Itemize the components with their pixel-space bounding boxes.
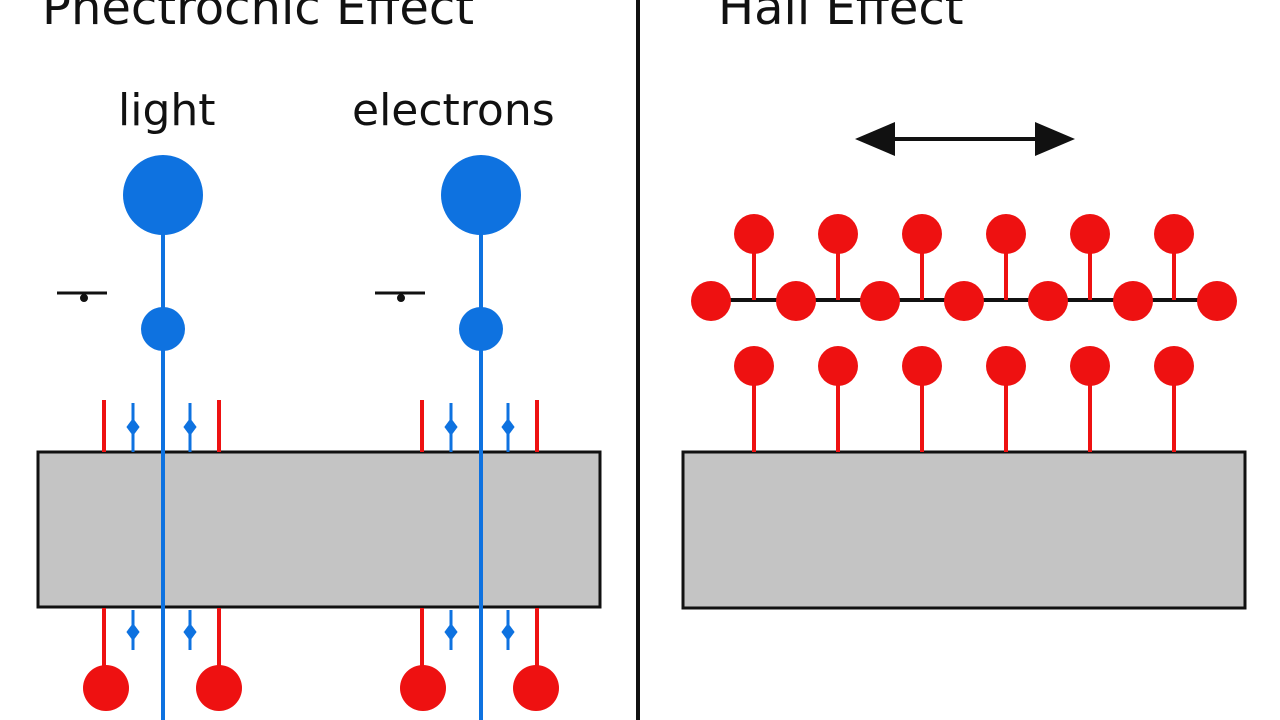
red-particle [818,214,858,254]
left-panel-title: Phectrochic Effect [42,0,475,36]
red-particle [986,214,1026,254]
red-particle [1113,281,1153,321]
red-particle [1154,214,1194,254]
red-particle [1197,281,1237,321]
red-particle [902,346,942,386]
red-particle [691,281,731,321]
blue-tick [501,610,515,650]
chain-beads [691,281,1237,321]
red-particle [1028,281,1068,321]
upper-pendants [734,214,1194,300]
double-headed-arrow-icon [855,122,1075,156]
light-large-particle [123,155,203,235]
light-small-particle [141,307,185,351]
red-particle [734,346,774,386]
red-particle [860,281,900,321]
left-slab [36,450,602,609]
red-particle [196,665,242,711]
blue-tick [183,610,197,650]
red-particle [1070,346,1110,386]
blue-tick [444,610,458,650]
blue-tick [126,610,140,650]
red-particle [1154,346,1194,386]
red-particle [400,665,446,711]
blue-tick [183,403,197,452]
lower-pendants [734,346,1194,452]
electrons-small-particle [459,307,503,351]
red-particle [513,665,559,711]
red-particle [776,281,816,321]
light-assembly [83,155,242,720]
minus-symbol-right [375,291,425,302]
red-particle [986,346,1026,386]
right-slab [681,450,1247,610]
red-particle [734,214,774,254]
blue-tick [444,403,458,452]
red-particle [944,281,984,321]
red-particle [1070,214,1110,254]
red-particle [818,346,858,386]
electrons-assembly [400,155,559,720]
light-label: light [118,85,216,136]
minus-symbol-left [57,291,107,302]
red-particle [83,665,129,711]
red-particle [902,214,942,254]
electrons-label: electrons [352,85,555,136]
blue-tick [501,403,515,452]
blue-tick [126,403,140,452]
electrons-large-particle [441,155,521,235]
right-panel-title: Hall Effect [718,0,964,36]
